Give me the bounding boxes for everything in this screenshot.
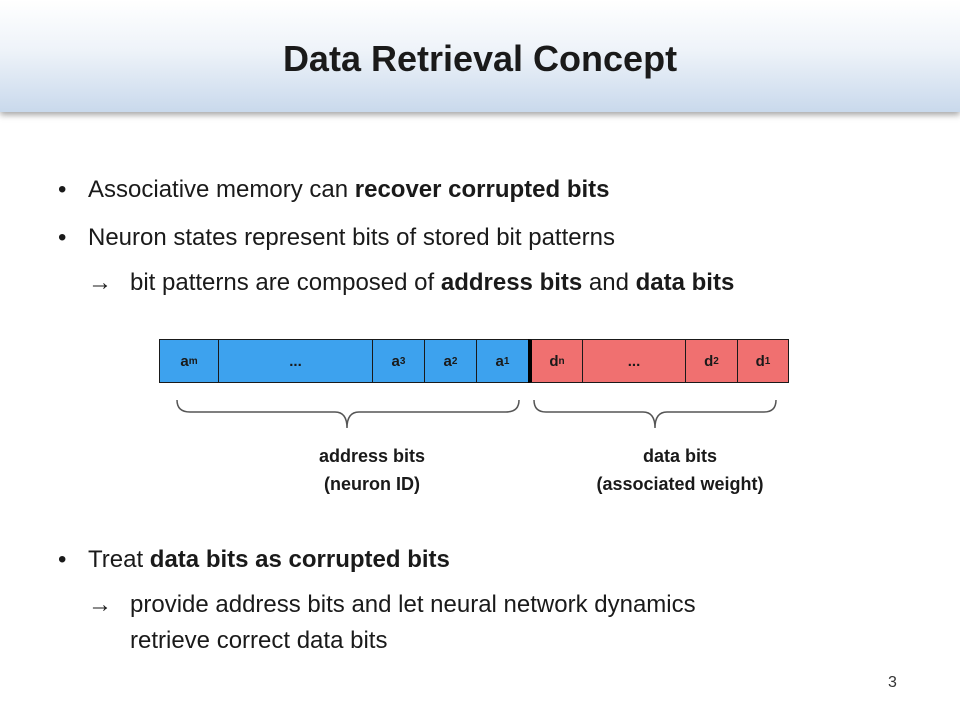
bullet-text: Neuron states represent bits of stored b… xyxy=(88,224,615,251)
page-number: 3 xyxy=(888,674,897,691)
bullet-dot-icon: • xyxy=(58,546,67,573)
address-bits-label: address bits (neuron ID) xyxy=(318,446,426,494)
data-brace xyxy=(533,399,777,429)
sub-bullet-text: bit patterns are composed of address bit… xyxy=(130,269,735,296)
data-cell-ellipsis: ... xyxy=(582,339,686,383)
bullet-dot-icon: • xyxy=(58,224,67,251)
bullet-text: Treat data bits as corrupted bits xyxy=(88,546,450,573)
data-bits-label: data bits (associated weight) xyxy=(596,446,764,494)
right-arrow-icon: → xyxy=(88,269,112,296)
bullet-dot-icon: • xyxy=(58,176,67,203)
sub-bullet-text-line1: provide address bits and let neural netw… xyxy=(130,591,696,618)
address-brace xyxy=(176,399,520,429)
right-arrow-icon: → xyxy=(88,591,112,618)
slide-title: Data Retrieval Concept xyxy=(282,38,678,79)
title-band xyxy=(0,0,960,112)
bullet-text: Associative memory can recover corrupted… xyxy=(88,176,610,203)
sub-bullet-text-line2: retrieve correct data bits xyxy=(130,627,388,654)
address-cell-ellipsis: ... xyxy=(218,339,373,383)
